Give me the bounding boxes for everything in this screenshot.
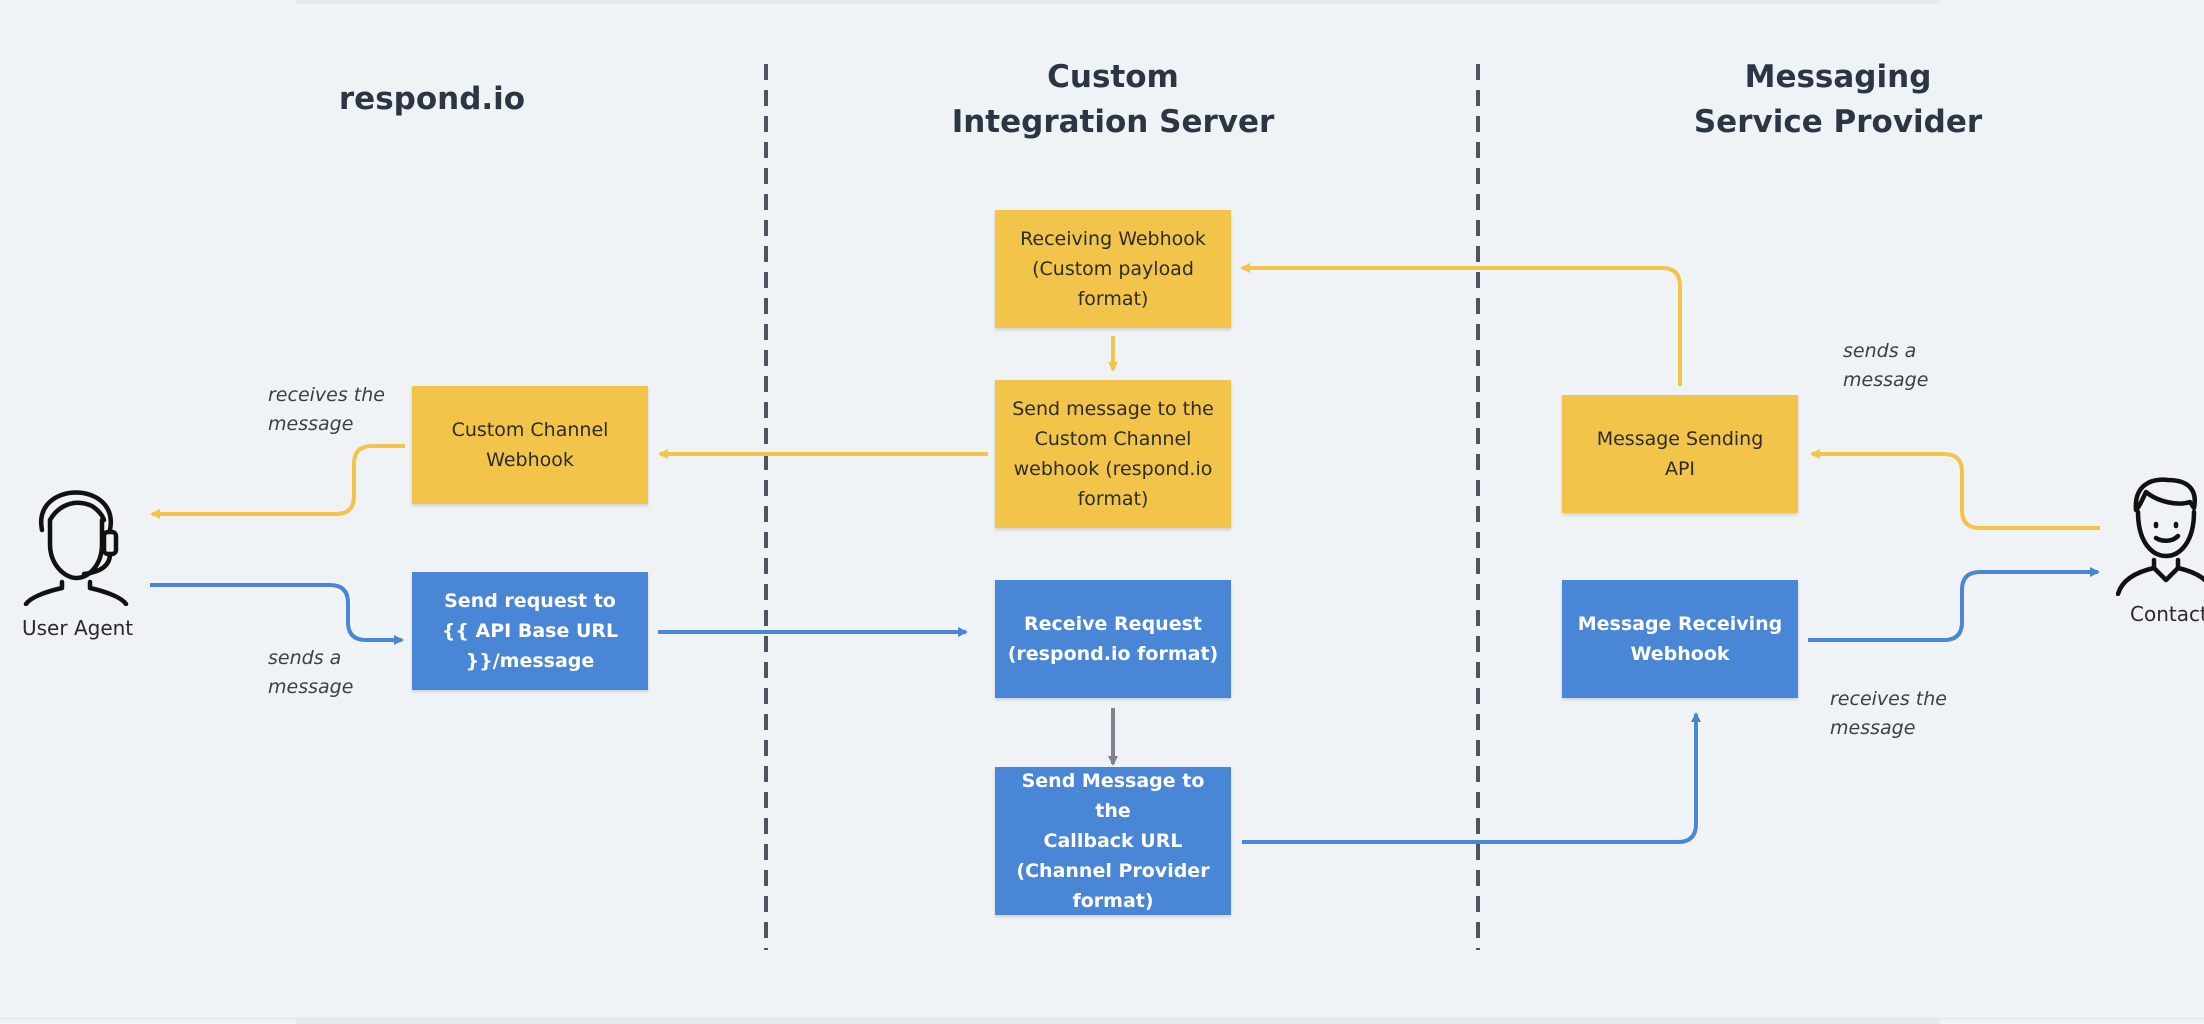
arrow-receiving-webhook-to-contact <box>1808 567 2100 642</box>
note-contact-receives: receives the message <box>1830 688 1947 739</box>
arrow-agent-to-send-request <box>150 583 404 645</box>
message-receiving-webhook-label: Message Receiving Webhook <box>1577 613 1783 665</box>
receiving-webhook-label: Receiving Webhook (Custom payload format… <box>1020 228 1206 310</box>
message-sending-api-label: Message Sending API <box>1596 428 1764 480</box>
message-sending-api-box: Message Sending API <box>1562 395 1798 513</box>
bottom-rule <box>0 1018 2204 1019</box>
receiving-webhook-box: Receiving Webhook (Custom payload format… <box>995 210 1231 328</box>
arrow-callback-to-receiving-webhook <box>1242 712 1701 844</box>
custom-channel-webhook-box: Custom Channel Webhook <box>412 386 648 504</box>
arrow-sending-api-to-receiving-webhook <box>1240 263 1682 386</box>
arrow-contact-to-sending-api <box>1810 449 2100 530</box>
send-request-box: Send request to {{ API Base URL }}/messa… <box>412 572 648 690</box>
contact-person-icon <box>2116 477 2204 596</box>
arrow-webhook-to-agent <box>150 444 405 519</box>
note-contact-sends: sends a message <box>1843 340 1929 391</box>
bottom-edge <box>296 1019 1940 1024</box>
top-edge <box>296 0 1940 4</box>
contact-label: Contact <box>2130 602 2204 626</box>
note-agent-sends: sends a message <box>268 647 354 698</box>
send-request-label: Send request to {{ API Base URL }}/messa… <box>441 590 619 672</box>
send-to-callback-label: Send Message to the Callback URL (Channe… <box>1016 770 1210 912</box>
headset-agent-icon <box>23 490 129 606</box>
message-receiving-webhook-box: Message Receiving Webhook <box>1562 580 1798 698</box>
column-title-integration-server: Custom Integration Server <box>951 59 1275 140</box>
send-to-channel-box: Send message to the Custom Channel webho… <box>995 380 1231 528</box>
send-to-channel-label: Send message to the Custom Channel webho… <box>1012 398 1214 510</box>
custom-channel-webhook-label: Custom Channel Webhook <box>451 419 609 471</box>
send-to-callback-box: Send Message to the Callback URL (Channe… <box>995 767 1231 915</box>
receive-request-label: Receive Request (respond.io format) <box>1007 613 1219 665</box>
column-title-service-provider: Messaging Service Provider <box>1693 59 1983 140</box>
receive-request-box: Receive Request (respond.io format) <box>995 580 1231 698</box>
column-title-respondio: respond.io <box>338 81 526 117</box>
agent-label: User Agent <box>22 616 134 640</box>
note-agent-receives: receives the message <box>268 384 385 435</box>
